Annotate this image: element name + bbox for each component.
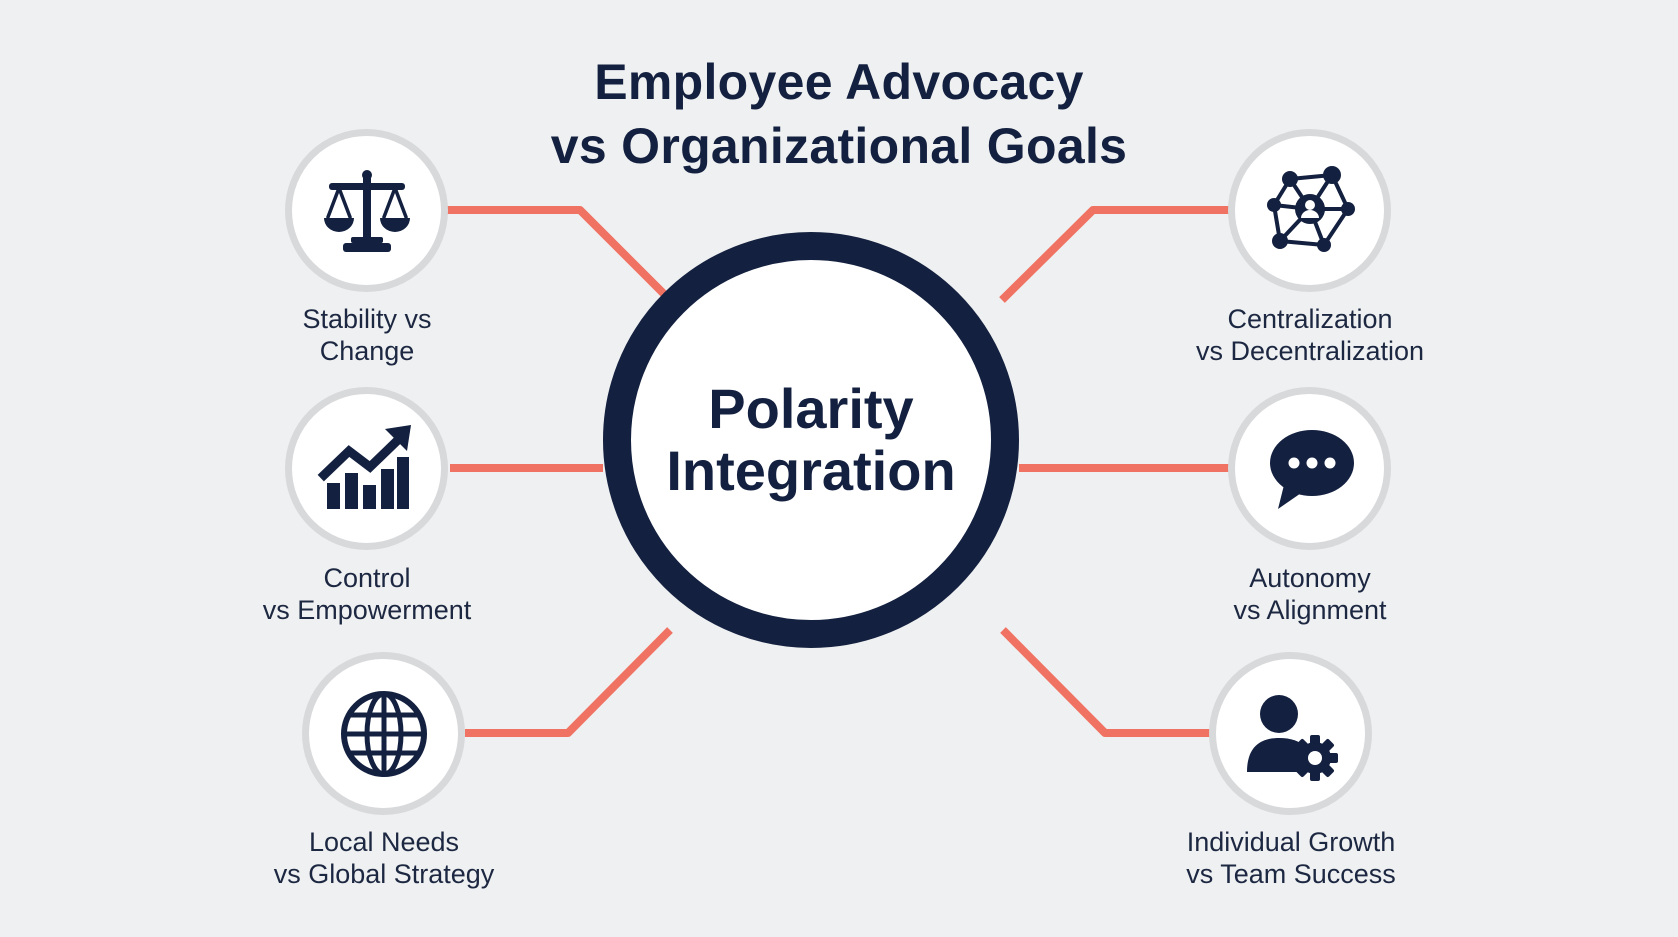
label-individual-team: Individual Growth vs Team Success <box>1131 826 1451 890</box>
connector-individual-team <box>1000 627 1211 737</box>
balance-scale-icon <box>323 169 410 252</box>
hub-label: Polarity Integration <box>666 378 955 502</box>
central-hub: Polarity Integration <box>603 232 1019 648</box>
node-control-empowerment <box>285 387 448 550</box>
title-line-2: vs Organizational Goals <box>550 118 1128 174</box>
label-control-empowerment-line-1: Control <box>323 563 411 593</box>
network-icon <box>1266 165 1355 252</box>
chat-bubble-icon <box>1269 429 1354 509</box>
label-local-global-line-1: Local Needs <box>308 827 460 857</box>
label-control-empowerment: Control vs Empowerment <box>207 562 527 626</box>
label-centralization: Centralization vs Decentralization <box>1150 303 1470 367</box>
label-individual-team-line-1: Individual Growth <box>1186 827 1396 857</box>
label-autonomy-alignment-line-2: vs Alignment <box>1233 595 1387 625</box>
label-centralization-line-1: Centralization <box>1227 304 1393 334</box>
label-autonomy-alignment: Autonomy vs Alignment <box>1150 562 1470 626</box>
connector-stability-change <box>446 206 675 305</box>
label-stability-change: Stability vs Change <box>207 303 527 367</box>
page-title: Employee Advocacy vs Organizational Goal… <box>389 50 1289 178</box>
label-local-global-line-2: vs Global Strategy <box>273 859 495 889</box>
label-stability-change-line-1: Stability vs <box>302 304 432 334</box>
user-gear-icon <box>1246 694 1338 781</box>
label-individual-team-line-2: vs Team Success <box>1186 859 1396 889</box>
label-centralization-line-2: vs Decentralization <box>1195 336 1425 366</box>
node-individual-team <box>1209 652 1372 815</box>
label-local-global: Local Needs vs Global Strategy <box>224 826 544 890</box>
label-control-empowerment-line-2: vs Empowerment <box>262 595 472 625</box>
node-centralization <box>1228 129 1391 292</box>
hub-label-line-2: Integration <box>666 439 956 502</box>
hub-label-line-1: Polarity <box>708 377 914 440</box>
title-line-1: Employee Advocacy <box>594 54 1084 110</box>
globe-icon <box>340 690 427 777</box>
label-autonomy-alignment-line-1: Autonomy <box>1249 563 1371 593</box>
node-local-global <box>302 652 465 815</box>
connector-local-global <box>465 627 673 737</box>
connector-centralization <box>999 206 1231 303</box>
node-autonomy-alignment <box>1228 387 1391 550</box>
growth-chart-icon <box>317 424 411 509</box>
label-stability-change-line-2: Change <box>319 336 415 366</box>
node-stability-change <box>285 129 448 292</box>
